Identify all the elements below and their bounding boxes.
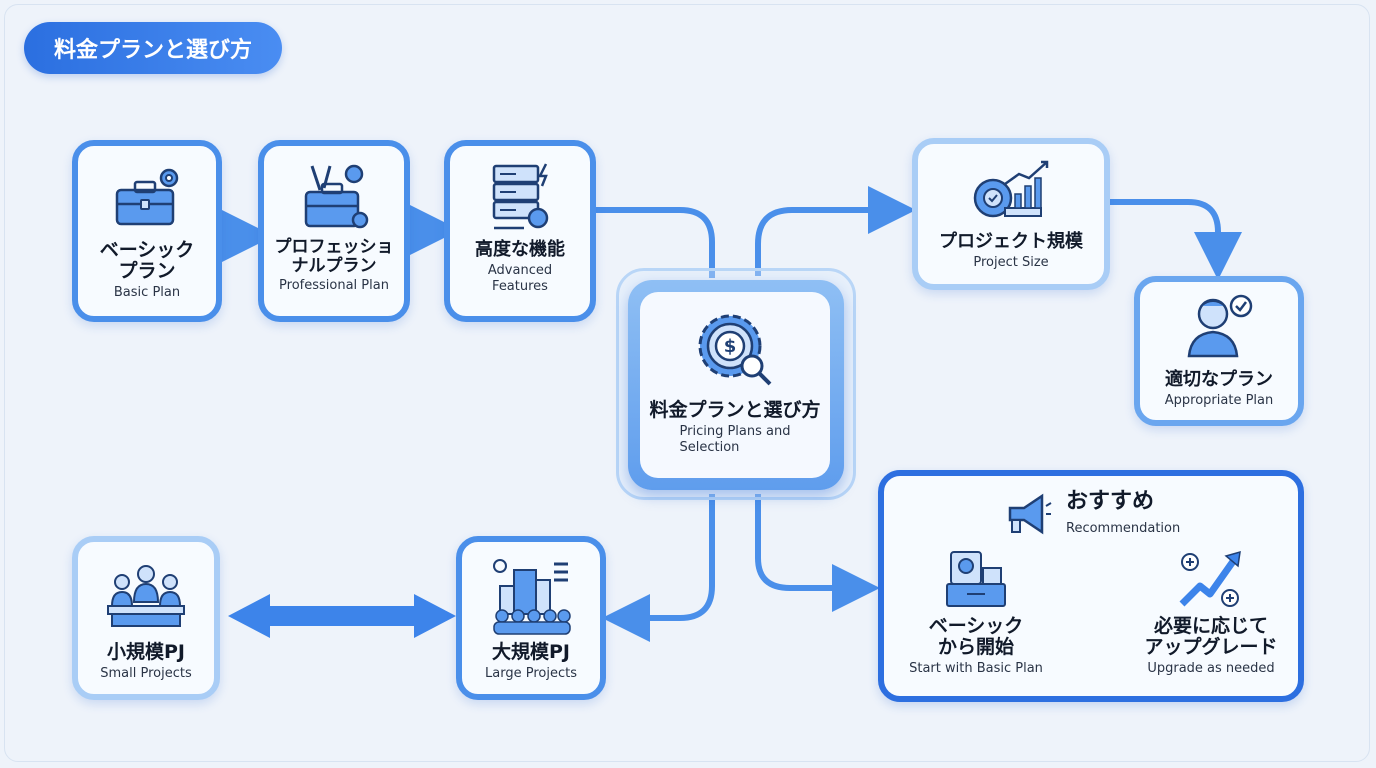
basic-plan-en: Basic Plan [113, 284, 181, 300]
basic-plan-jp: ベーシック プラン [99, 239, 195, 282]
card-small-projects[interactable]: 小規模PJ Small Projects [72, 536, 220, 700]
recommendation-box: おすすめ Recommendation ベーシック から開始 Start wit… [878, 470, 1304, 702]
server-gear-icon [492, 163, 549, 230]
card-project-size[interactable]: プロジェクト規模 Project Size [912, 138, 1110, 290]
card-professional-plan[interactable]: プロフェッショ ナルプラン Professional Plan [258, 140, 410, 322]
small-team-icon [107, 565, 185, 627]
start-with-basic-en: Start with Basic Plan [909, 660, 1043, 676]
advanced-features-jp: 高度な機能 [475, 239, 565, 260]
recommendation-header: おすすめ Recommendation [1002, 488, 1202, 538]
box-gear-icon [946, 551, 1006, 607]
double-arrow-small-large [228, 594, 456, 638]
project-size-en: Project Size [973, 254, 1049, 270]
briefcase-tools-icon [304, 164, 369, 229]
megaphone-icon [1008, 493, 1052, 535]
small-projects-en: Small Projects [100, 665, 192, 681]
arrow-project-size-to-appropriate [1110, 199, 1242, 280]
card-large-projects[interactable]: 大規模PJ Large Projects [456, 536, 606, 700]
recommendation-en: Recommendation [1066, 521, 1181, 536]
upgrade-as-needed-en: Upgrade as needed [1147, 660, 1275, 676]
dollar-gear-magnifier-icon: $ [698, 314, 772, 386]
center-hub-jp: 料金プランと選び方 [649, 399, 821, 421]
city-crowd-icon [493, 559, 571, 635]
card-basic-plan[interactable]: ベーシック プラン Basic Plan [72, 140, 222, 322]
upgrade-as-needed-jp: 必要に応じて アップグレード [1144, 615, 1278, 658]
professional-plan-jp: プロフェッショ ナルプラン [274, 237, 394, 276]
toolbox-gear-icon [115, 168, 179, 226]
center-hub-en: Pricing Plans and Selection [679, 423, 791, 456]
small-projects-jp: 小規模PJ [107, 641, 185, 663]
start-with-basic: ベーシック から開始 Start with Basic Plan [896, 550, 1056, 677]
recommendation-jp: おすすめ [1066, 489, 1155, 514]
large-projects-jp: 大規模PJ [492, 641, 570, 663]
professional-plan-en: Professional Plan [279, 278, 389, 294]
center-hub[interactable]: $ 料金プランと選び方 Pricing Plans and Selection [640, 292, 830, 478]
connector-advanced-to-center [596, 207, 715, 278]
start-with-basic-jp: ベーシック から開始 [928, 615, 1024, 658]
appropriate-plan-jp: 適切なプラン [1165, 369, 1273, 390]
tape-measure-chart-icon [973, 160, 1049, 218]
person-check-icon [1187, 294, 1253, 358]
project-size-jp: プロジェクト規模 [939, 231, 1083, 252]
page-title: 料金プランと選び方 [24, 22, 282, 74]
arrow-center-to-recommendation [755, 494, 880, 612]
advanced-features-en: Advanced Features [487, 262, 553, 295]
card-appropriate-plan[interactable]: 適切なプラン Appropriate Plan [1134, 276, 1304, 426]
appropriate-plan-en: Appropriate Plan [1164, 392, 1274, 408]
arrow-center-to-project-size [755, 186, 916, 276]
growth-arrow-plus-icon [1179, 550, 1241, 607]
card-advanced-features[interactable]: 高度な機能 Advanced Features [444, 140, 596, 322]
large-projects-en: Large Projects [485, 665, 577, 681]
arrow-center-to-large [602, 494, 715, 642]
upgrade-as-needed: 必要に応じて アップグレード Upgrade as needed [1126, 550, 1296, 677]
svg-text:$: $ [724, 336, 737, 357]
